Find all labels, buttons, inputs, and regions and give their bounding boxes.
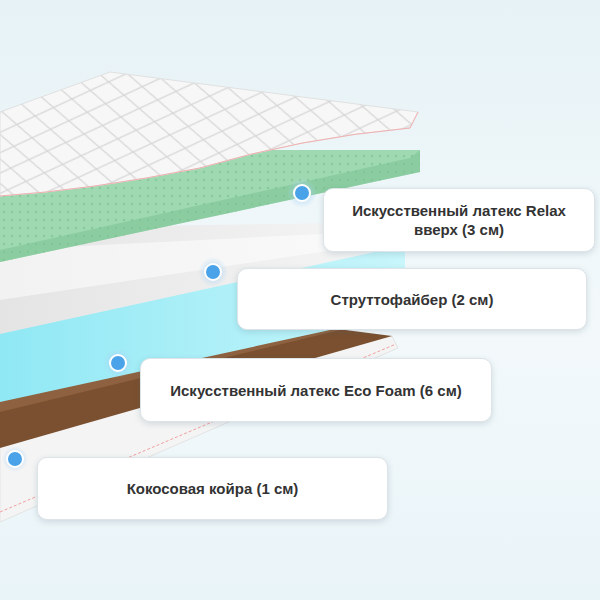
callout-box: Искусственный латекс Eco Foam (6 см) (140, 358, 492, 422)
callout-text: Искусственный латекс Eco Foam (6 см) (170, 381, 461, 400)
top-cover (0, 72, 418, 196)
callout-dot (294, 185, 310, 201)
dot-halo (198, 257, 228, 287)
dot-halo (2, 446, 28, 472)
callout-box: Искусственный латекс Relax вверх (3 см) (323, 188, 595, 252)
callout-content: Искусственный латекс Relax вверх (3 см) (336, 201, 582, 239)
callout-content: Искусственный латекс Eco Foam (6 см) (170, 381, 461, 400)
dot-halo (103, 348, 133, 378)
callout-text: Искусственный латекс Relax вверх (3 см) (336, 201, 582, 239)
callout-text: Струттофайбер (2 см) (331, 290, 494, 309)
top-cover-edge (0, 112, 418, 196)
callout-box: Кокосовая койра (1 см) (37, 457, 388, 520)
callout-content: Кокосовая койра (1 см) (127, 479, 299, 498)
dot-halo (287, 178, 317, 208)
callout-box: Струттофайбер (2 см) (237, 268, 587, 330)
callout-content: Струттофайбер (2 см) (331, 290, 494, 309)
callout-dot (110, 355, 126, 371)
callout-dot (7, 451, 23, 467)
callout-dot (205, 264, 221, 280)
callout-text: Кокосовая койра (1 см) (127, 479, 299, 498)
